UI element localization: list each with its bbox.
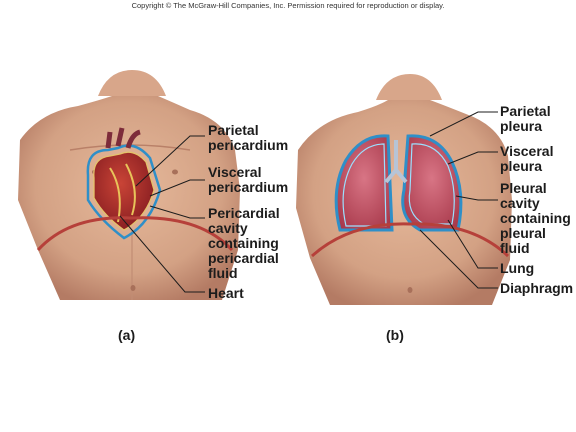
label-line: containing (500, 210, 571, 226)
label-visceral-pericardium: Visceral pericardium (208, 165, 288, 195)
label-line: pericardium (208, 137, 289, 153)
diaphragm-b (311, 222, 510, 258)
label-line: Heart (208, 285, 244, 301)
label-line: pericardial (208, 250, 279, 266)
label-pleural-cavity: Pleural cavity containing pleural fluid (500, 181, 571, 256)
label-line: Diaphragm (500, 280, 574, 296)
lungs-illustration (334, 134, 463, 232)
label-line: pericardium (208, 179, 289, 195)
panel-caption-a: (a) (118, 327, 136, 343)
label-parietal-pleura: Parietal pleura (500, 104, 551, 134)
label-line: pleural (500, 225, 546, 241)
heart-illustration (86, 127, 162, 240)
label-line: Parietal (208, 122, 259, 138)
leader-lines-a (119, 135, 205, 293)
label-line: Parietal (500, 103, 551, 119)
label-parietal-pericardium: Parietal pericardium (208, 123, 288, 153)
diaphragm-a (36, 216, 234, 252)
label-heart: Heart (208, 286, 244, 301)
leader-lines-b (419, 111, 498, 289)
label-line: containing (208, 235, 279, 251)
label-lung: Lung (500, 261, 534, 276)
label-line: fluid (500, 240, 530, 256)
label-line: Lung (500, 260, 535, 276)
label-diaphragm: Diaphragm (500, 281, 573, 296)
label-line: Pericardial (208, 205, 280, 221)
panel-caption-b: (b) (386, 327, 404, 343)
label-line: Visceral (208, 164, 262, 180)
label-pericardial-cavity: Pericardial cavity containing pericardia… (208, 206, 280, 281)
label-line: cavity (208, 220, 248, 236)
label-line: pleura (500, 158, 543, 174)
label-line: cavity (500, 195, 540, 211)
label-line: Visceral (500, 143, 554, 159)
copyright-notice: Copyright © The McGraw-Hill Companies, I… (131, 1, 445, 10)
label-visceral-pleura: Visceral pleura (500, 144, 553, 174)
label-line: fluid (208, 265, 238, 281)
label-line: Pleural (500, 180, 547, 196)
label-line: pleura (500, 118, 543, 134)
